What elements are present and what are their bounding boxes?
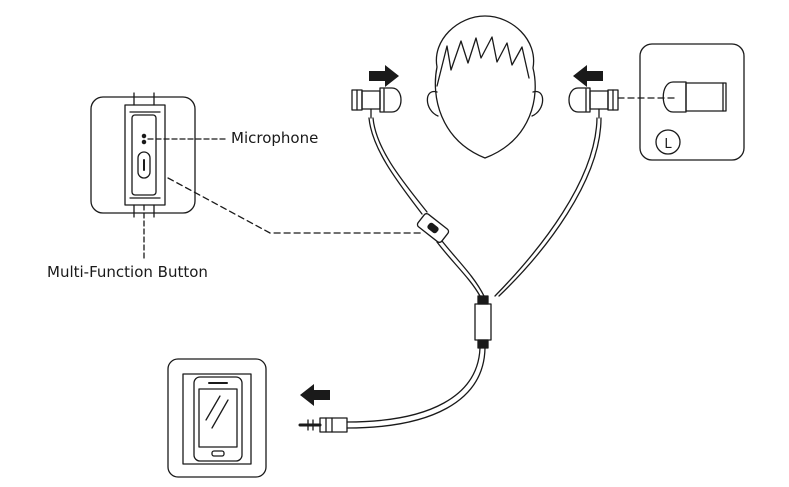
audio-plug-icon bbox=[298, 417, 348, 433]
arrow-icon bbox=[300, 65, 603, 406]
arrow-left-right-earbud bbox=[573, 65, 603, 87]
right-ear bbox=[531, 90, 544, 117]
earbud-icon-right bbox=[568, 87, 619, 119]
left-marker-label: L bbox=[664, 137, 672, 152]
left-marker-circle bbox=[655, 129, 681, 155]
smartphone-icon bbox=[193, 376, 243, 462]
multi-function-button-label: Multi-Function Button bbox=[47, 263, 208, 281]
remote-body-inner bbox=[131, 114, 157, 196]
earphone-cable bbox=[346, 117, 602, 429]
head-icon bbox=[426, 15, 544, 159]
multi-function-button-shape bbox=[137, 151, 151, 179]
microphone-hole-bottom bbox=[141, 139, 147, 145]
inline-remote-leader bbox=[167, 177, 423, 234]
left-ear bbox=[426, 90, 439, 117]
microphone-hole-top bbox=[141, 133, 147, 139]
microphone-label: Microphone bbox=[231, 129, 319, 147]
left-marker-detail-box bbox=[639, 43, 745, 161]
smartphone-detail-box bbox=[167, 358, 267, 478]
inline-remote bbox=[416, 213, 450, 243]
y-splitter bbox=[474, 295, 492, 349]
arrow-left-plug bbox=[300, 384, 330, 406]
head-outline bbox=[434, 15, 536, 159]
hair-line bbox=[436, 36, 530, 87]
arrow-right-left-earbud bbox=[369, 65, 399, 87]
remote-detail-box bbox=[90, 92, 196, 218]
earbud-icon-left bbox=[351, 87, 402, 119]
